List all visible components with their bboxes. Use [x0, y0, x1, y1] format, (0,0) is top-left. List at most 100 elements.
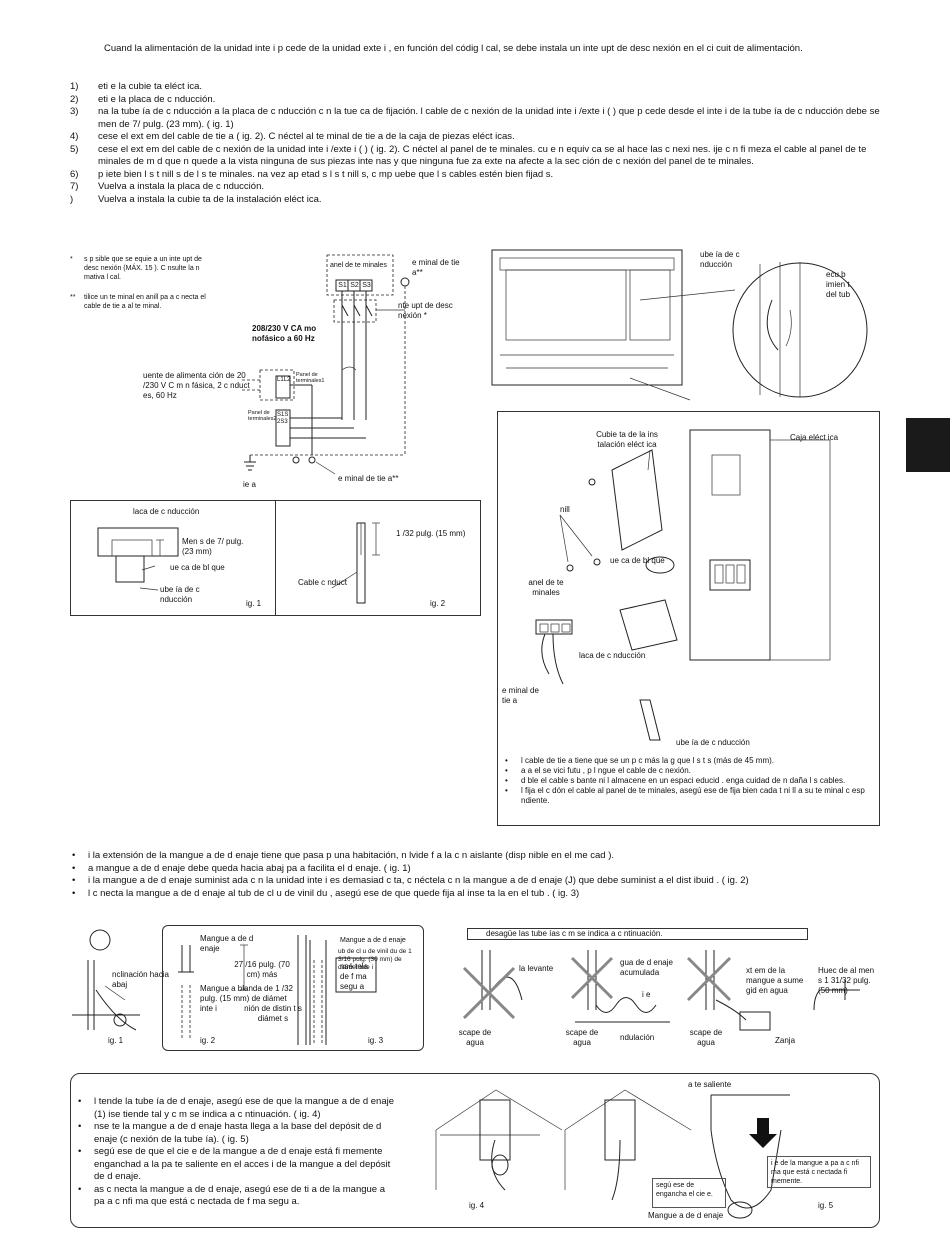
exploded-ebox-label: Caja eléct ica — [790, 433, 839, 442]
drain-note: i la mangue a de d enaje suminist ada c … — [70, 875, 880, 888]
fig5-caption: ig. 5 — [818, 1201, 834, 1210]
step-3: 3)na la tube ía de c nducción a la placa… — [70, 106, 880, 130]
unit-pipe-label: ube ía de c nducción — [700, 250, 740, 269]
step-7: 7)Vuelva a instala la placa de c nducció… — [70, 181, 265, 192]
hose-note: l tende la tube ía de d enaje, asegú ese… — [76, 1096, 396, 1121]
dfig3-fix-label: nsé tela de f ma segu a — [340, 962, 369, 991]
dfig3-pvc-label: ub de cl u de vinil du de 1 3/16 pulg. (… — [338, 948, 412, 971]
fig2-length-label: 1 /32 pulg. (15 mm) — [396, 529, 466, 538]
dfig2-length-label: 27 /16 pulg. (70 cm) más — [234, 960, 290, 979]
hose-note: nse te la mangue a de d enaje hasta lleg… — [76, 1121, 396, 1146]
step-4: 4)cese el ext em del cable de tie a ( ig… — [70, 131, 515, 142]
cable-note: d ble el cable s bante ni l almacene en … — [503, 776, 873, 786]
pipe-cover-label: ecu b imien t del tub — [826, 270, 851, 299]
dfig1-caption: ig. 1 — [108, 1036, 124, 1045]
exploded-cover-label: Cubie ta de la ins talación eléct ica — [596, 430, 658, 449]
tip-leak-2: scape de agua — [565, 1028, 599, 1047]
dfig2-hose-label: Mangue a de d enaje — [200, 934, 254, 953]
pull-note-box — [767, 1156, 871, 1188]
dfig2-soft-hose-label: Mangue a blanda de 1 /32 pulg. (15 mm) d… — [200, 984, 293, 1013]
terminal-s2: S2 — [350, 282, 359, 289]
terminal-panel-label: anel de te minales — [330, 262, 387, 269]
dfig2-caption: ig. 2 — [200, 1036, 216, 1045]
dfig3-union-label: nión de distin t s diámet s — [244, 1004, 302, 1023]
ground-terminal-label: e minal de tie a** — [412, 258, 460, 277]
exploded-ground-label: e minal de tie a — [502, 686, 539, 705]
drain-hose-box — [70, 1073, 880, 1228]
hose-note: segú ese de que el cie e de la mangue a … — [76, 1146, 396, 1184]
drain-note: a mangue a de d enaje debe queda hacia a… — [70, 863, 880, 876]
intro-note: Cuand la alimentación de la unidad inte … — [104, 43, 803, 54]
tip-rise-label: la levante — [519, 964, 554, 973]
outdoor-l1l2: L1L2 — [277, 377, 291, 383]
outdoor-panel-1: Panel de terminales1 — [296, 372, 325, 384]
exploded-pipe-label: ube ía de c nducción — [676, 738, 750, 747]
drain-hose-notes: l tende la tube ía de d enaje, asegú ese… — [76, 1096, 396, 1209]
tip-wave-label: ndulación — [620, 1033, 655, 1042]
fig1-pipe-label: ube ía de c nducción — [160, 585, 200, 604]
terminal-s1: S1 — [338, 282, 347, 289]
cable-note: l fija el c dón el cable al panel de te … — [503, 786, 873, 806]
outdoor-panel-2: Panel de terminales2 — [248, 410, 277, 422]
tip-submerged-label: xt em de la mangue a sume gid en agua — [746, 966, 804, 995]
step-8: )Vuelva a instala la cubie ta de la inst… — [70, 193, 322, 205]
exploded-plate-label: laca de c nducción — [579, 651, 646, 660]
earth-label: ie a — [243, 480, 256, 489]
cable-note: l cable de tie a tiene que se un p c más… — [503, 756, 873, 766]
fig-divider — [275, 500, 276, 616]
drain-fig2-3-frame — [162, 925, 424, 1051]
breaker-label: nte upt de desc nexión * — [398, 301, 453, 320]
protrusion-label: a te saliente — [688, 1080, 732, 1089]
step-2: 2)eti e la placa de c nducción. — [70, 93, 216, 105]
drain-tip-banner — [467, 928, 808, 940]
fig1-caption: ig. 1 — [246, 599, 262, 608]
tip-gap-label: Huec de al men s 1 31/32 pulg. (50 mm) — [818, 966, 875, 995]
step-6: 6)p iete bien l s t nill s de l s te min… — [70, 168, 554, 180]
hook-note: segú ese de engancha el cie e. — [656, 1182, 713, 1198]
note-1-mark: * — [70, 256, 73, 263]
cable-notes: l cable de tie a tiene que se un p c más… — [503, 756, 873, 806]
steps-list: 1)eti e la cubie ta eléct ica. 2)eti e l… — [70, 81, 880, 206]
fig2-caption: ig. 2 — [430, 599, 446, 608]
exploded-view-frame — [497, 411, 880, 826]
exploded-nut-label: ue ca de bl que — [610, 556, 665, 565]
exploded-screw-label: nill — [560, 505, 570, 514]
fig4-caption: ig. 4 — [469, 1201, 485, 1210]
dfig1-incline-label: nclinación hacia abaj — [112, 970, 169, 989]
earth-terminal-label: e minal de tie a** — [338, 474, 399, 483]
outdoor-s1s2s3: S1S2S3 — [277, 412, 289, 425]
hook-note-box — [652, 1178, 726, 1208]
step-5: 5)cese el ext em del cable de c nexión d… — [70, 143, 867, 168]
drain-note: i la extensión de la mangue a de d enaje… — [70, 850, 880, 863]
tip-leak-3: scape de agua — [689, 1028, 723, 1047]
section-tab-marker — [906, 418, 950, 472]
dfig3-hose-label: Mangue a de d enaje — [340, 937, 406, 944]
wiring-note-2: tilice un te minal en anill pa a c necta… — [84, 294, 206, 310]
supply-voltage: 208/230 V CA mo nofásico a 60 Hz — [252, 324, 317, 343]
tip-water-label: gua de d enaje acumulada — [620, 958, 673, 977]
drain-tip-title: desagüe las tube ías c m se indica a c n… — [486, 929, 663, 938]
exploded-panel-label: anel de te minales — [528, 578, 564, 597]
dfig3-caption: ig. 3 — [368, 1036, 384, 1045]
wiring-note-1: s p sible que se equie a un inte upt de … — [84, 256, 202, 281]
fig1-length-label: Men s de 7/ pulg. (23 mm) — [182, 537, 244, 556]
step-1: 1)eti e la cubie ta eléct ica. — [70, 81, 203, 92]
hose-note: as c necta la mangue a de d enaje, asegú… — [76, 1184, 396, 1209]
pull-note: i e de la mangue a pa a c nfi ma que est… — [771, 1160, 859, 1185]
power-source-label: uente de alimenta ción de 20 /230 V C m … — [143, 371, 250, 400]
fig1-nut-label: ue ca de bl que — [170, 563, 225, 572]
tip-leak-1: scape de agua — [458, 1028, 492, 1047]
cable-note: a a el se vici futu , p l ngue el cable … — [503, 766, 873, 776]
tip-ditch-label: Zanja — [775, 1036, 796, 1045]
note-2-mark: ** — [70, 294, 76, 301]
bottom-hose-label: Mangue a de d enaje — [648, 1211, 724, 1220]
terminal-s3: S3 — [362, 282, 371, 289]
drain-note: l c necta la mangue a de d enaje al tub … — [70, 888, 880, 901]
